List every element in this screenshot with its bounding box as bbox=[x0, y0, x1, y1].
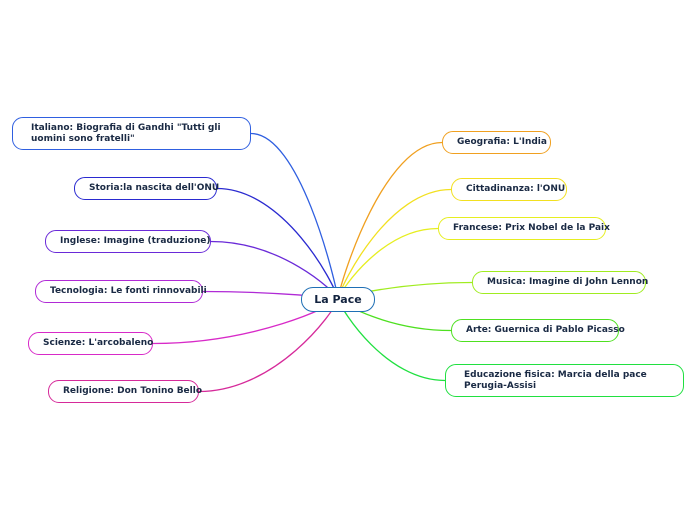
topic-node-educazione-fisica[interactable]: Educazione fisica: Marcia della pace Per… bbox=[445, 364, 684, 397]
topic-label-inglese: Inglese: Imagine (traduzione) bbox=[60, 236, 211, 246]
topic-label-scienze: Scienze: L'arcobaleno bbox=[43, 338, 154, 348]
topic-label-religione: Religione: Don Tonino Bello bbox=[63, 386, 203, 396]
topic-node-cittadinanza[interactable]: Cittadinanza: l'ONU bbox=[451, 178, 567, 201]
topic-node-italiano[interactable]: Italiano: Biografia di Gandhi "Tutti gli… bbox=[12, 117, 251, 150]
connector-line-n-r0 bbox=[337, 141, 443, 300]
topic-label-italiano: Italiano: Biografia di Gandhi "Tutti gli… bbox=[31, 122, 221, 144]
topic-node-tecnologia[interactable]: Tecnologia: Le fonti rinnovabili bbox=[35, 280, 207, 303]
topic-node-religione[interactable]: Religione: Don Tonino Bello bbox=[48, 380, 203, 403]
topic-node-musica[interactable]: Musica: Imagine di John Lennon bbox=[472, 271, 649, 294]
topic-label-storia: Storia:la nascita dell'ONU bbox=[89, 183, 220, 193]
topic-node-geografia[interactable]: Geografia: L'India bbox=[442, 131, 551, 154]
topic-node-inglese[interactable]: Inglese: Imagine (traduzione) bbox=[45, 230, 211, 253]
topic-label-francese: Francese: Prix Nobel de la Paix bbox=[453, 223, 610, 233]
connector-line-n-l5 bbox=[198, 298, 339, 393]
topic-label-arte: Arte: Guernica di Pablo Picasso bbox=[466, 325, 625, 335]
topic-label-cittadinanza: Cittadinanza: l'ONU bbox=[466, 184, 566, 194]
topic-label-musica: Musica: Imagine di John Lennon bbox=[487, 277, 649, 287]
central-topic-node[interactable]: La Pace bbox=[301, 287, 375, 312]
topic-node-storia[interactable]: Storia:la nascita dell'ONU bbox=[74, 177, 220, 200]
topic-label-educazione-fisica: Educazione fisica: Marcia della pace Per… bbox=[464, 369, 647, 391]
topic-node-scienze[interactable]: Scienze: L'arcobaleno bbox=[28, 332, 153, 355]
topic-node-arte[interactable]: Arte: Guernica di Pablo Picasso bbox=[451, 319, 625, 342]
connector-line-n-l0 bbox=[250, 132, 339, 300]
topic-label-tecnologia: Tecnologia: Le fonti rinnovabili bbox=[50, 286, 207, 296]
topic-node-francese[interactable]: Francese: Prix Nobel de la Paix bbox=[438, 217, 610, 240]
topic-label-geografia: Geografia: L'India bbox=[457, 137, 547, 147]
central-topic-label: La Pace bbox=[314, 293, 362, 306]
